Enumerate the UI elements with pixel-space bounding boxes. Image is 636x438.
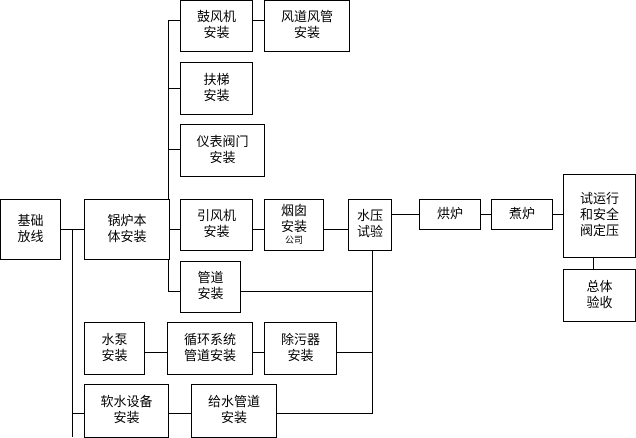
node-feed-pipe-line1: 给水管道: [207, 395, 260, 410]
node-decontaminator-install: 除污器 安装: [264, 322, 337, 375]
node-foundation-line1: 基础: [17, 213, 44, 229]
node-boiling-line1: 煮炉: [508, 206, 535, 222]
node-acceptance-line2: 验收: [586, 295, 613, 311]
node-chimney-line2: 安装: [280, 219, 307, 235]
node-baking: 烘炉: [419, 199, 481, 230]
node-chimney-line3: 公司: [284, 235, 303, 246]
node-circulation-line1: 循环系统: [183, 332, 236, 348]
node-decontaminator-line2: 安装: [287, 348, 314, 364]
node-pump-install: 水泵 安装: [84, 322, 145, 375]
node-pipe-line1: 管道: [197, 271, 224, 286]
node-decontaminator-line1: 除污器: [280, 332, 320, 348]
node-instrument-valve-line1: 仪表阀门: [196, 134, 249, 150]
node-soft-water-line2: 安装: [113, 411, 140, 426]
node-circulation-line2: 管道安装: [183, 348, 236, 364]
node-induced-fan-line1: 引风机: [196, 209, 236, 224]
node-boiling: 煮炉: [491, 199, 553, 230]
node-instrument-valve-install: 仪表阀门 安装: [180, 124, 265, 177]
node-feed-water-pipe-install: 给水管道 安装: [191, 384, 277, 438]
node-baking-line1: 烘炉: [436, 206, 463, 222]
node-pipe-line2: 安装: [197, 287, 224, 302]
node-trial-run-line2: 和安全: [579, 208, 619, 223]
node-air-duct-line1: 风道风管: [280, 10, 333, 25]
node-water-pressure-line1: 水压: [356, 209, 383, 224]
node-soft-water-line1: 软水设备: [100, 395, 153, 410]
node-boiler-body-install: 锅炉本 体安装: [84, 199, 170, 260]
node-ladder-line2: 安装: [203, 88, 230, 104]
node-soft-water-equipment-install: 软水设备 安装: [84, 384, 169, 438]
node-water-pressure-test: 水压 试验: [348, 199, 392, 251]
node-overall-acceptance: 总体 验收: [563, 269, 636, 322]
node-water-pressure-line2: 试验: [356, 225, 383, 240]
node-instrument-valve-line2: 安装: [209, 150, 236, 166]
node-air-duct-install: 风道风管 安装: [264, 0, 350, 52]
node-foundation-line2: 放线: [17, 229, 44, 245]
node-blower-line2: 安装: [203, 26, 230, 41]
node-induced-fan-line2: 安装: [203, 225, 230, 240]
node-pump-line1: 水泵: [101, 332, 128, 348]
node-air-duct-line2: 安装: [293, 26, 320, 41]
node-boiler-body-line1: 锅炉本: [107, 213, 147, 229]
node-trial-run-line3: 阀定压: [579, 224, 619, 239]
node-trial-run-line1: 试运行: [579, 192, 619, 207]
node-chimney-line1: 烟囱: [280, 203, 307, 219]
node-ladder-install: 扶梯 安装: [180, 62, 253, 115]
node-foundation-layout: 基础 放线: [0, 199, 61, 260]
node-circulation-pipe-install: 循环系统 管道安装: [167, 322, 253, 375]
node-acceptance-line1: 总体: [586, 279, 613, 295]
node-feed-pipe-line2: 安装: [220, 411, 247, 426]
node-blower-line1: 鼓风机: [196, 10, 236, 25]
node-chimney-install: 烟囱 安装 公司: [264, 199, 324, 251]
node-ladder-line1: 扶梯: [203, 72, 230, 88]
node-trial-run-safety-valve: 试运行 和安全 阀定压: [563, 174, 636, 258]
node-pump-line2: 安装: [101, 348, 128, 364]
node-induced-fan-install: 引风机 安装: [180, 199, 253, 251]
node-boiler-body-line2: 体安装: [107, 229, 147, 245]
node-blower-install: 鼓风机 安装: [180, 0, 253, 52]
node-pipe-install: 管道 安装: [180, 261, 241, 313]
